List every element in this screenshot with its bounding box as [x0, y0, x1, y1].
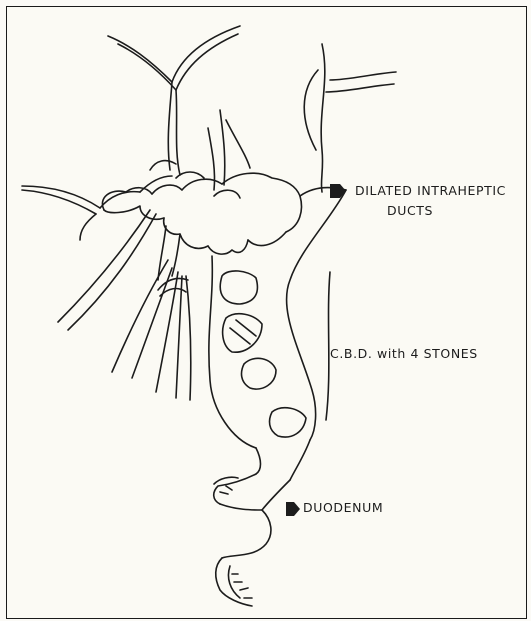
cbd-label: C.B.D. with 4 STONES	[330, 348, 478, 361]
duodenum-label: DUODENUM	[303, 502, 383, 515]
dilated-intrahepatic-label-line1: DILATED INTRAHEPTIC	[355, 185, 506, 198]
lower-left-ducts	[58, 210, 191, 400]
cbd-stones	[220, 271, 306, 437]
right-upper-duct	[304, 44, 396, 192]
upper-left-ducts	[108, 26, 250, 190]
duodenum	[214, 474, 290, 606]
duodenum-arrow-icon	[286, 502, 300, 516]
dilated-intrahepatic-label-line2: DUCTS	[387, 205, 433, 218]
left-ducts	[22, 161, 176, 240]
intrahepatic-arrow-icon	[330, 184, 346, 198]
